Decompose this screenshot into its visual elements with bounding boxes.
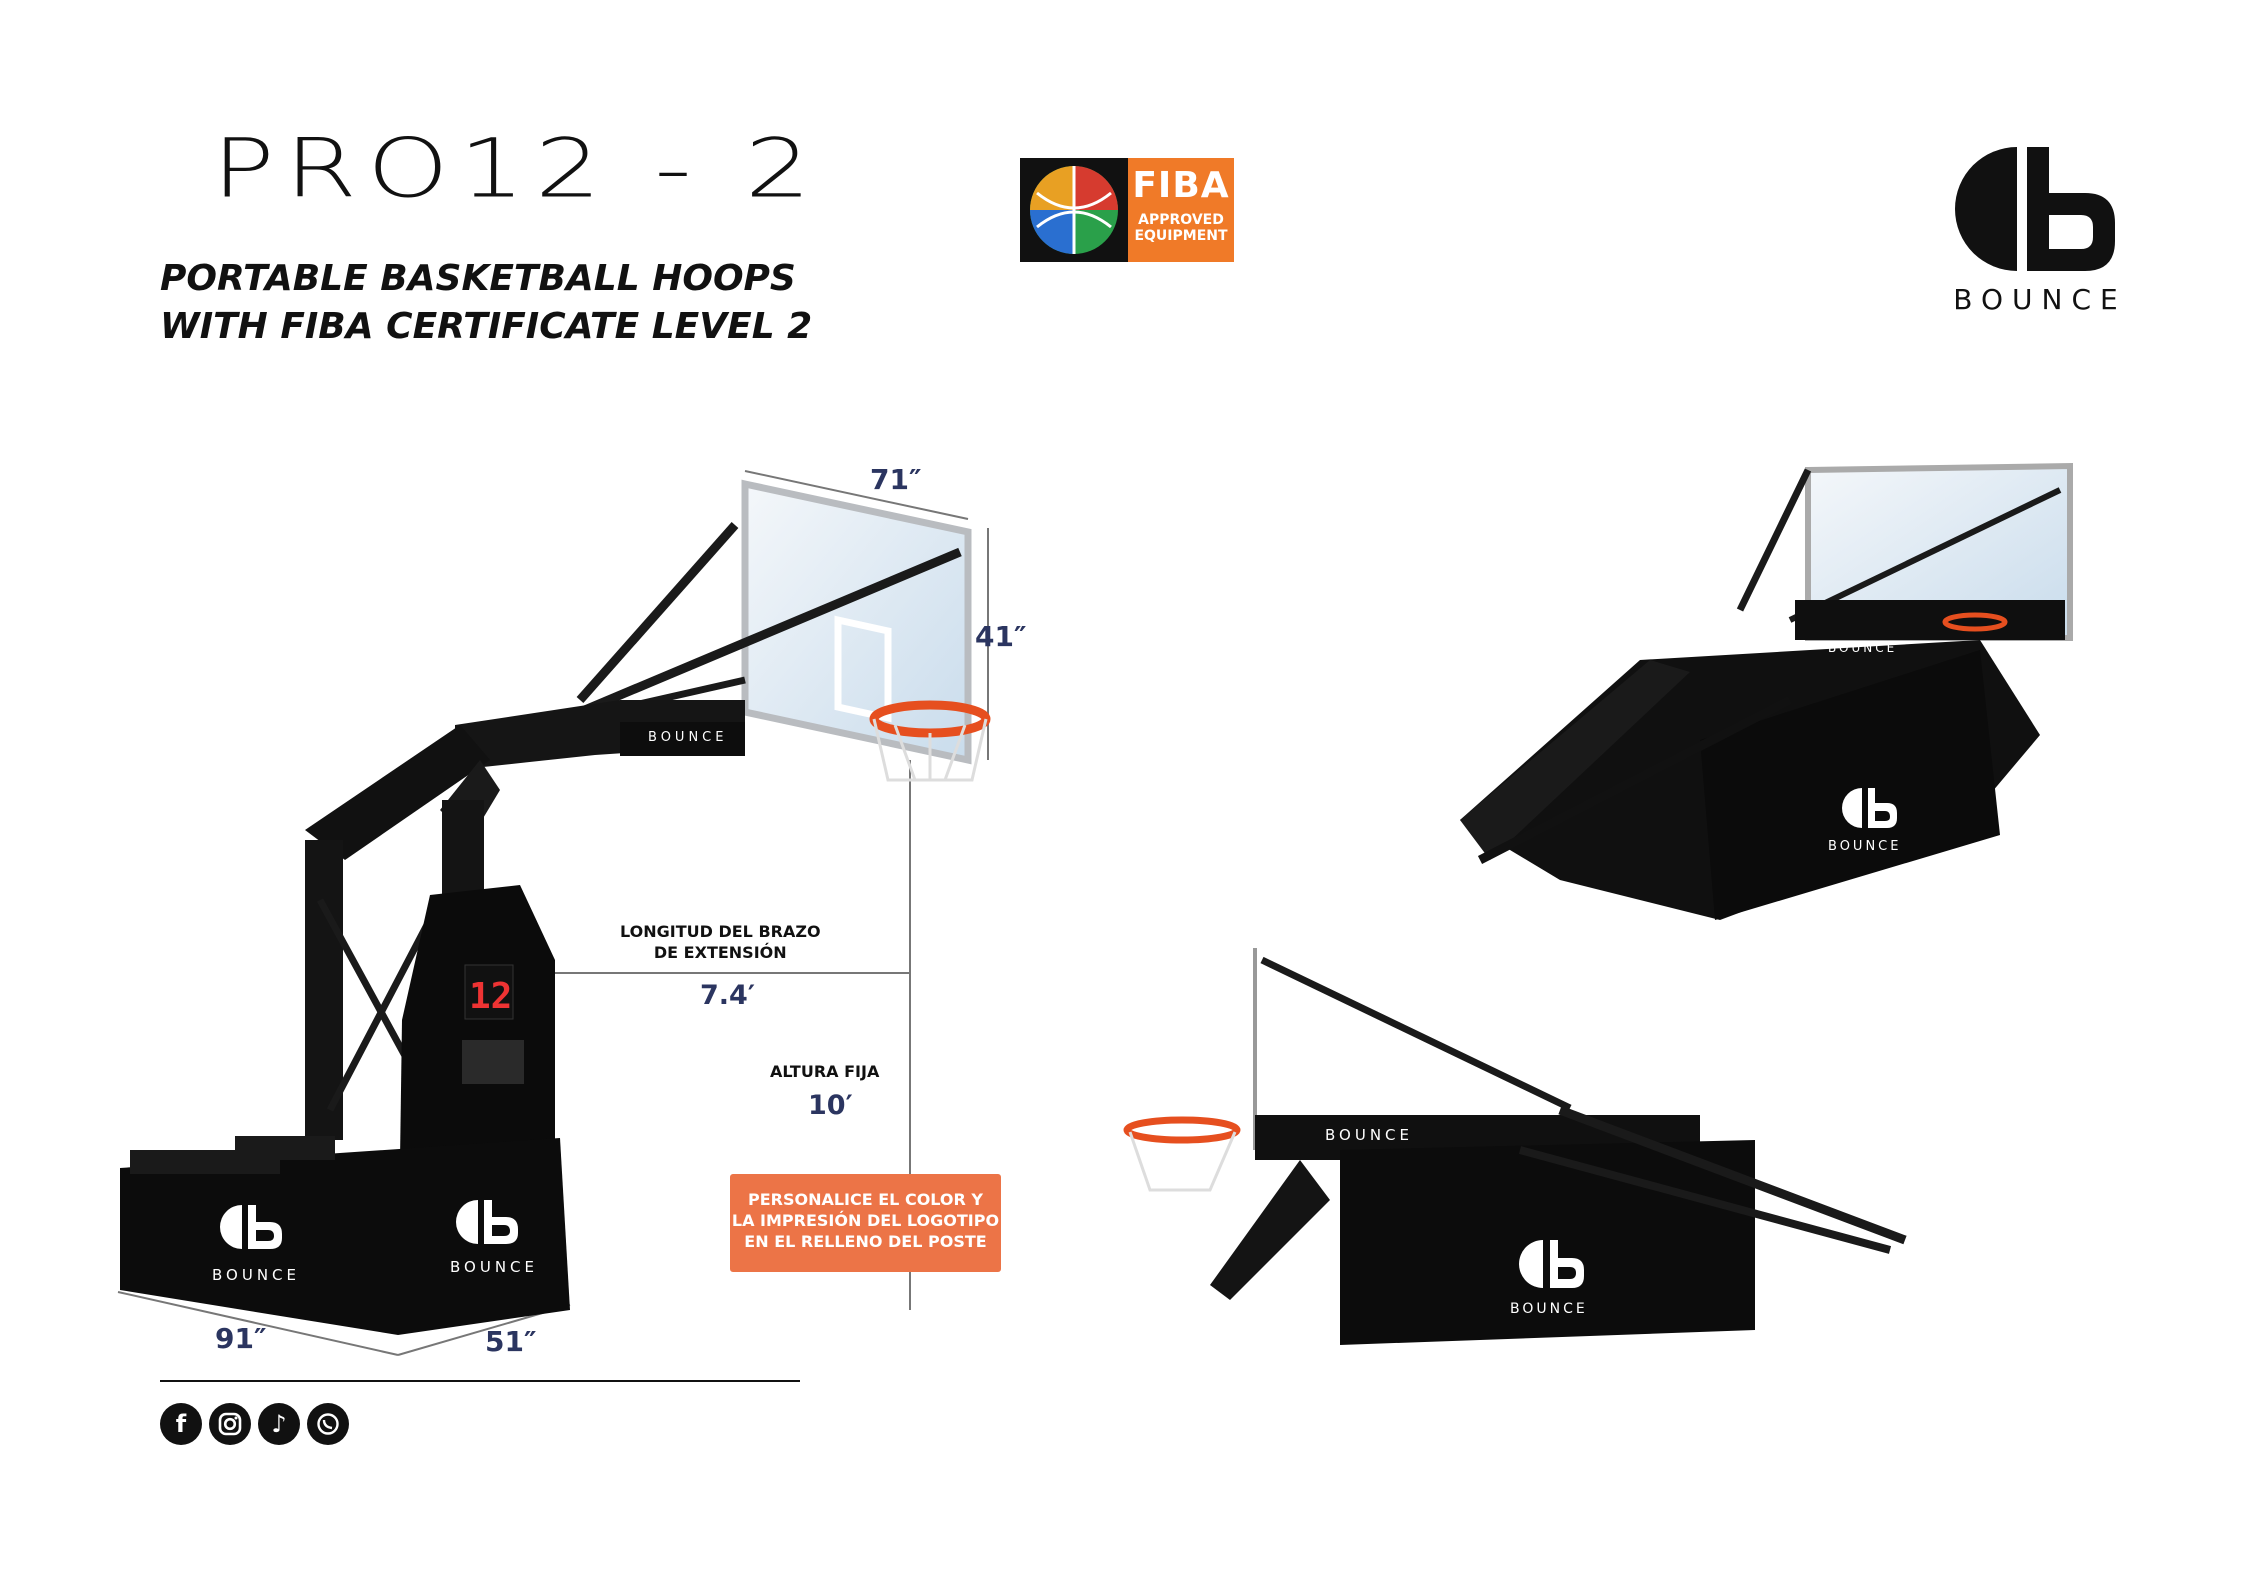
fiba-approved-line: APPROVED bbox=[1138, 212, 1224, 228]
footer-divider bbox=[160, 1380, 800, 1382]
subtitle-line-2: WITH FIBA CERTIFICATE LEVEL 2 bbox=[160, 306, 813, 347]
folded-top-arm-label: BOUNCE bbox=[1828, 641, 1897, 655]
customize-callout: PERSONALICE EL COLOR Y LA IMPRESIÓN DEL … bbox=[730, 1174, 1001, 1272]
base-length-label: 91″ bbox=[215, 1322, 267, 1355]
arm-brand-label: BOUNCE bbox=[648, 730, 727, 745]
folded-hoop-top-illustration: BOUNCE BOUNCE bbox=[1460, 462, 2073, 920]
folded-bottom-logo bbox=[1519, 1240, 1584, 1288]
folded-top-pad-brand: BOUNCE bbox=[1828, 839, 1901, 854]
fiba-word: FIBA bbox=[1132, 165, 1230, 206]
backboard-width-label: 71″ bbox=[870, 463, 922, 496]
facebook-icon[interactable]: f bbox=[160, 1403, 202, 1445]
brand-name: BOUNCE bbox=[1953, 283, 2127, 316]
whatsapp-icon[interactable] bbox=[307, 1403, 349, 1445]
customize-line-2: LA IMPRESIÓN DEL LOGOTIPO bbox=[731, 1211, 1000, 1230]
instagram-icon[interactable] bbox=[209, 1403, 251, 1445]
fiba-approved-badge: FIBA APPROVED EQUIPMENT bbox=[1020, 158, 1234, 262]
customize-line-1: PERSONALICE EL COLOR Y bbox=[747, 1190, 983, 1209]
fiba-label-panel: FIBA APPROVED EQUIPMENT bbox=[1128, 158, 1234, 262]
folded-bottom-arm-label: BOUNCE bbox=[1325, 1126, 1413, 1144]
backboard-height-label: 41″ bbox=[975, 620, 1027, 653]
social-links: f ♪ bbox=[160, 1403, 349, 1445]
fiba-equipment-line: EQUIPMENT bbox=[1134, 228, 1228, 244]
folded-bottom-pad-brand: BOUNCE bbox=[1510, 1301, 1588, 1317]
arm-length-value: 7.4′ bbox=[700, 980, 755, 1011]
shot-clock-display: 12 bbox=[469, 976, 512, 1017]
folded-hoop-bottom-illustration: BOUNCE BOUNCE bbox=[1123, 948, 1907, 1345]
main-hoop-illustration: 12 BOUNCE BOUNCE BOUNCE bbox=[117, 470, 991, 1356]
base-width-label: 51″ bbox=[485, 1325, 537, 1358]
bounce-mark-icon bbox=[1955, 147, 2115, 271]
base-brand-left: BOUNCE bbox=[212, 1266, 300, 1284]
base-brand-right: BOUNCE bbox=[450, 1258, 538, 1276]
subtitle-line-1: PORTABLE BASKETBALL HOOPS bbox=[160, 258, 796, 299]
fixed-height-value: 10′ bbox=[808, 1090, 853, 1121]
model-title: PRO12 - 2 bbox=[212, 120, 821, 217]
fiba-ball-icon bbox=[1020, 158, 1128, 262]
base-logo-left bbox=[220, 1205, 282, 1249]
arm-length-caption: LONGITUD DEL BRAZO DE EXTENSIÓN bbox=[620, 922, 821, 962]
bounce-logo: BOUNCE bbox=[1940, 145, 2140, 316]
customize-line-3: EN EL RELLENO DEL POSTE bbox=[744, 1232, 987, 1251]
product-subtitle: PORTABLE BASKETBALL HOOPS WITH FIBA CERT… bbox=[160, 255, 812, 351]
fixed-height-caption: ALTURA FIJA bbox=[770, 1062, 880, 1081]
folded-top-logo bbox=[1842, 788, 1897, 828]
tiktok-icon[interactable]: ♪ bbox=[258, 1403, 300, 1445]
base-logo-right bbox=[456, 1200, 518, 1244]
product-illustrations: 12 BOUNCE BOUNCE BOUNCE bbox=[117, 462, 2073, 1356]
